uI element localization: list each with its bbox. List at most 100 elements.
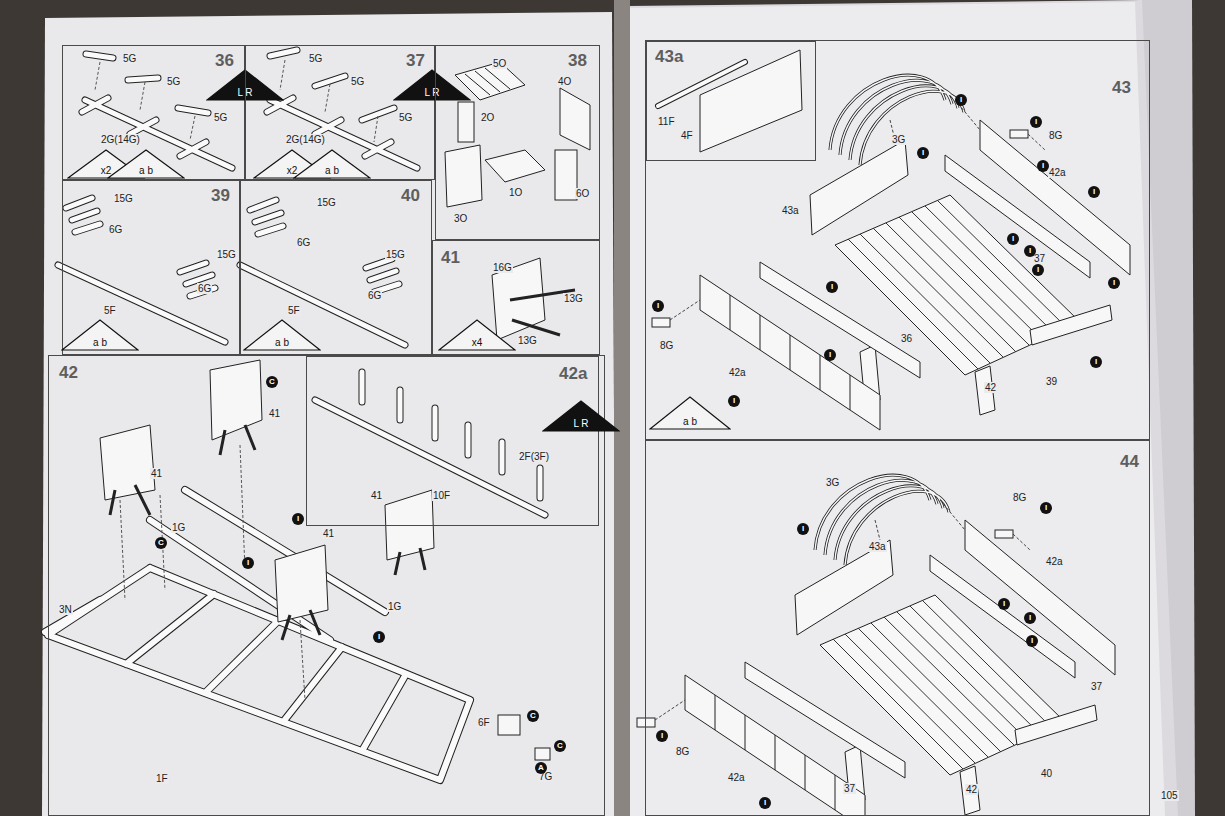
symbol-text: a b [649,417,731,427]
step-panel: 43a [646,41,816,161]
step-number: 42 [59,364,78,381]
step-number: 37 [406,52,425,69]
part-label: 5F [287,305,301,316]
part-label: 36 [900,333,913,344]
step-number: 38 [568,52,587,69]
glue-marker: I [652,300,664,312]
part-label: 5G [166,76,181,87]
part-label: 3N [58,604,73,615]
glue-marker: C [155,537,167,549]
glue-marker: I [1007,233,1019,245]
part-label: 2F(3F) [518,451,550,462]
glue-marker: I [1030,116,1042,128]
step-panel: 38 [435,45,600,240]
part-label: 16G [492,262,513,273]
part-label: 4F [680,130,694,141]
glue-marker: I [955,94,967,106]
step-number: 39 [211,187,230,204]
part-label: 1G [387,601,402,612]
part-label: 43a [781,205,800,216]
glue-marker: I [292,513,304,525]
part-label: 6G [108,224,123,235]
part-label: 39 [1045,376,1058,387]
part-label: 15G [113,193,134,204]
part-label: 6O [575,188,590,199]
glue-marker: I [824,349,836,361]
part-label: 1O [508,187,523,198]
symbol-triangle: a b [107,149,185,179]
step-number: 40 [401,187,420,204]
glue-marker: I [1024,612,1036,624]
part-label: 43a [868,541,887,552]
glue-marker: I [728,395,740,407]
step-number: 41 [441,249,460,266]
glue-marker: I [373,631,385,643]
part-label: 6G [367,290,382,301]
symbol-text: L R [393,88,471,98]
glue-marker: I [998,598,1010,610]
symbol-triangle: x4 [438,319,516,351]
part-label: 2G(14G) [100,134,141,145]
glue-marker: I [1032,264,1044,276]
part-label: 5G [213,112,228,123]
part-label: 15G [216,249,237,260]
glue-marker: I [1024,245,1036,257]
part-label: 5G [398,112,413,123]
part-label: 15G [385,249,406,260]
symbol-triangle: a b [649,396,731,430]
glue-marker: I [1037,160,1049,172]
part-label: 4O [557,76,572,87]
part-label: 10F [432,490,451,501]
step-panel: 42 42aL R [48,355,605,816]
part-label: 42a [1045,556,1064,567]
part-label: 3G [891,134,906,145]
part-label: 5F [103,305,117,316]
part-label: 6G [296,237,311,248]
glue-marker: I [1108,277,1120,289]
part-label: 105 [1160,790,1179,801]
part-label: 5O [492,58,507,69]
symbol-text: L R [542,419,620,429]
glue-marker: I [917,147,929,159]
glue-marker: A [535,762,547,774]
step-panel: 44 [645,440,1150,816]
part-label: 5G [122,53,137,64]
part-label: 2G(14G) [285,134,326,145]
symbol-text: a b [61,338,139,348]
symbol-text: a b [293,166,371,176]
part-label: 42 [965,784,978,795]
part-label: 5G [308,53,323,64]
step-panel: 42aL R [306,356,599,526]
glue-marker: I [826,281,838,293]
step-number: 42a [559,365,587,382]
part-label: 42a [1048,167,1067,178]
part-label: 6G [197,283,212,294]
part-label: 8G [1048,130,1063,141]
part-label: 1F [155,773,169,784]
symbol-text: a b [243,338,321,348]
part-label: 11F [657,116,676,127]
symbol-text: x4 [438,338,516,348]
part-label: 15G [316,197,337,208]
part-label: 40 [1040,768,1053,779]
part-label: 42 [984,382,997,393]
part-label: 13G [517,335,538,346]
part-label: 5G [350,76,365,87]
symbol-triangle: a b [61,319,139,351]
glue-marker: I [1088,186,1100,198]
part-label: 37 [843,783,856,794]
glue-marker: C [527,710,539,722]
step-number: 43a [655,48,683,65]
symbol-triangle: L R [542,400,620,432]
part-label: 8G [1012,492,1027,503]
part-label: 41 [322,528,335,539]
glue-marker: I [242,557,254,569]
glue-marker: I [759,797,771,809]
step-number: 44 [1120,453,1139,470]
glue-marker: I [797,523,809,535]
part-label: 6F [477,717,491,728]
glue-marker: C [554,740,566,752]
part-label: 3G [825,477,840,488]
glue-marker: I [656,730,668,742]
part-label: 41 [268,408,281,419]
